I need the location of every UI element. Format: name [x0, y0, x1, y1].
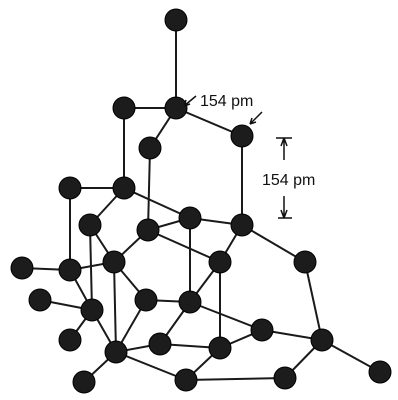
carbon-atom: [208, 250, 232, 274]
carbon-atom: [250, 318, 274, 342]
carbon-atom: [138, 136, 162, 160]
carbon-atom: [178, 206, 202, 230]
carbon-atom: [164, 96, 188, 120]
carbon-atom: [10, 256, 34, 280]
carbon-atom: [174, 368, 198, 392]
carbon-atom: [112, 96, 136, 120]
bond-length-arrow-top: [183, 95, 197, 107]
carbon-atom: [58, 258, 82, 282]
carbon-atom: [310, 328, 334, 352]
carbon-atom: [273, 366, 297, 390]
carbon-atom: [293, 250, 317, 274]
carbon-atom: [230, 124, 254, 148]
carbon-atom: [72, 370, 96, 394]
bond: [185, 377, 286, 381]
bond: [147, 229, 221, 263]
carbon-atom: [164, 8, 188, 32]
carbon-atom: [112, 176, 136, 200]
bond-length-arrow-side: [276, 137, 292, 219]
carbon-atom: [58, 176, 82, 200]
carbon-atom: [104, 340, 128, 364]
bond: [113, 261, 117, 353]
bond: [189, 301, 263, 331]
carbon-atom: [208, 336, 232, 360]
carbon-atom: [28, 288, 52, 312]
atoms: [10, 8, 392, 394]
bond-length-label-side: 154 pm: [262, 172, 315, 189]
bond: [175, 107, 243, 137]
bond: [241, 224, 306, 263]
carbon-atom: [230, 213, 254, 237]
carbon-atom: [58, 328, 82, 352]
bond-length-label-top: 154 pm: [200, 93, 253, 110]
bond: [115, 351, 187, 381]
bond: [147, 147, 151, 231]
carbon-atom: [178, 290, 202, 314]
bond-length-arrow-top-right: [249, 111, 263, 125]
bonds: [21, 19, 381, 383]
carbon-atom: [102, 250, 126, 274]
carbon-atom: [148, 332, 172, 356]
carbon-atom: [134, 288, 158, 312]
carbon-atom: [368, 360, 392, 384]
carbon-atom: [78, 213, 102, 237]
carbon-atom: [136, 218, 160, 242]
carbon-atom: [80, 298, 104, 322]
bond: [123, 187, 191, 219]
dimension-markers: [183, 95, 292, 219]
bond: [304, 261, 323, 341]
bond: [89, 224, 93, 311]
